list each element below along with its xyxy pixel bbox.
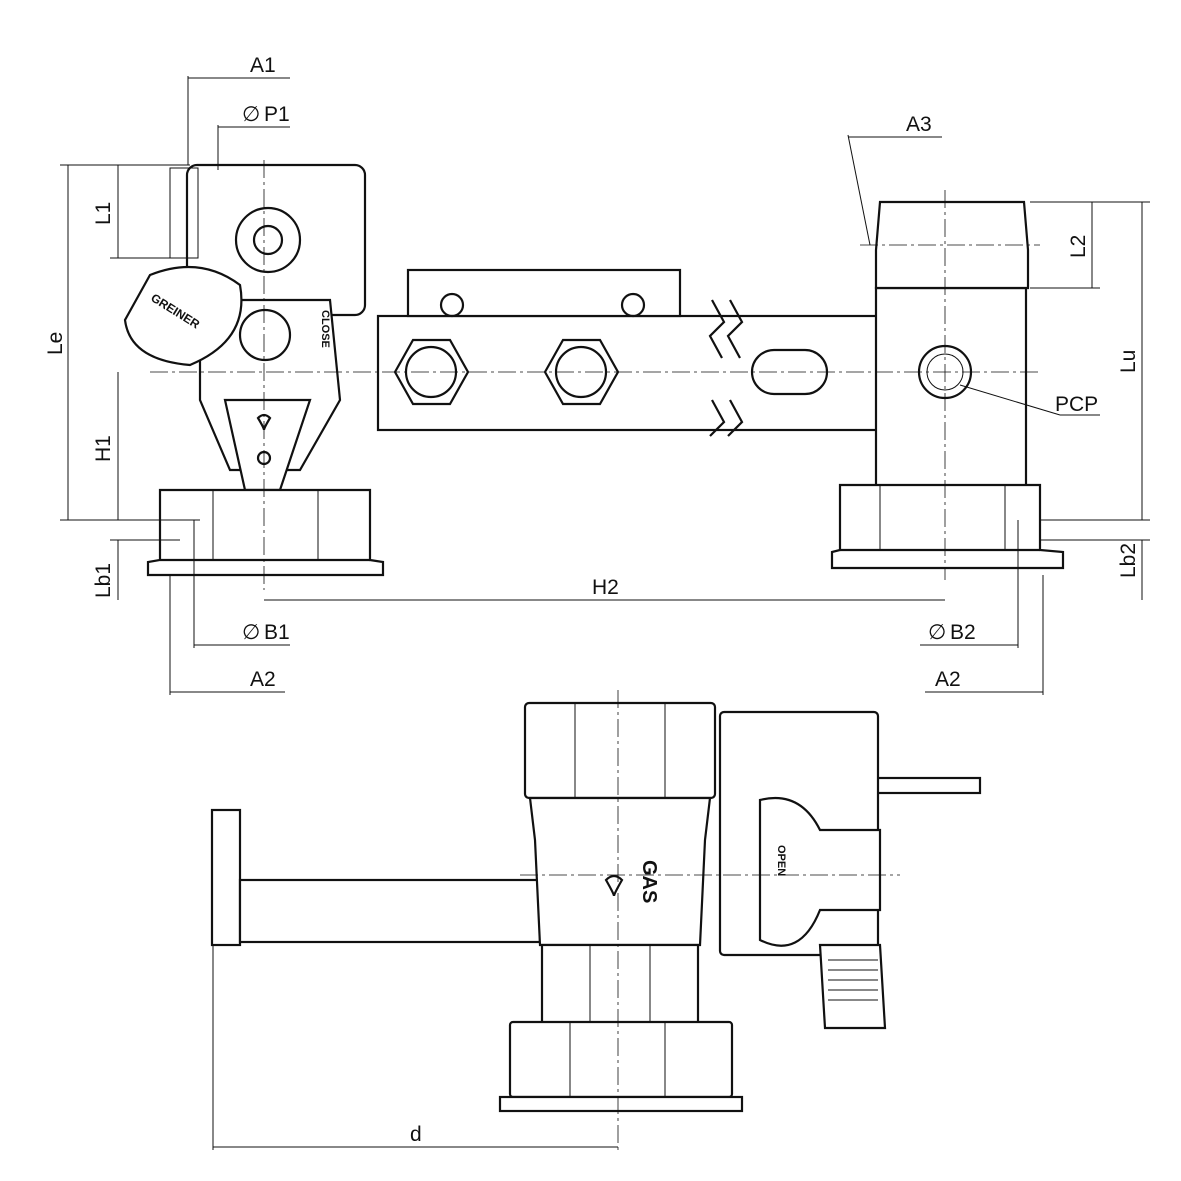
- mounting-bracket: [406, 268, 682, 318]
- label-pcp: PCP: [1055, 393, 1098, 416]
- label-l1: L1: [92, 202, 115, 225]
- label-d: d: [410, 1123, 422, 1146]
- label-a1: A1: [250, 54, 276, 77]
- left-union-nut: [146, 488, 385, 577]
- label-a3: A3: [906, 113, 932, 136]
- upper-union-nut: [523, 701, 717, 800]
- svg-text:∅: ∅: [928, 621, 946, 644]
- gas-valve-body: [528, 796, 712, 947]
- label-a2-left: A2: [250, 668, 276, 691]
- close-marking: CLOSE: [319, 310, 331, 348]
- label-le: Le: [44, 332, 67, 355]
- top-view: GREINER CLOSE: [123, 160, 1065, 590]
- label-p1: P1: [264, 103, 290, 126]
- lower-union-nut: [508, 1020, 734, 1099]
- right-riser: [874, 286, 1028, 490]
- gas-symbol-icon: [604, 874, 624, 897]
- svg-text:∅: ∅: [242, 621, 260, 644]
- label-h1: H1: [92, 435, 115, 462]
- lower-fitting: [540, 943, 700, 1027]
- label-h2: H2: [592, 576, 619, 599]
- label-lu: Lu: [1117, 350, 1140, 373]
- gas-marking: GAS: [638, 860, 660, 903]
- svg-text:∅: ∅: [242, 103, 260, 126]
- side-view: GAS OPEN: [210, 690, 982, 1150]
- bracket-bar: [238, 878, 542, 944]
- label-lb2: Lb2: [1117, 543, 1140, 578]
- label-b2: B2: [950, 621, 976, 644]
- wall-plate: [210, 808, 242, 947]
- label-l2: L2: [1067, 235, 1090, 258]
- open-marking: OPEN: [775, 845, 787, 876]
- dimension-labels: A1 ∅ P1 A3 L1 Le H1 Lb1 L2 Lu Lb2 PCP H2…: [44, 54, 1140, 1146]
- label-lb1: Lb1: [92, 563, 115, 598]
- dimension-lines: [60, 76, 1150, 1150]
- greiner-handle: [123, 265, 243, 367]
- lock-tab: [873, 776, 982, 795]
- valve-lever: [818, 943, 887, 1030]
- label-a2-right: A2: [935, 668, 961, 691]
- label-b1: B1: [264, 621, 290, 644]
- right-union-nut: [830, 483, 1065, 570]
